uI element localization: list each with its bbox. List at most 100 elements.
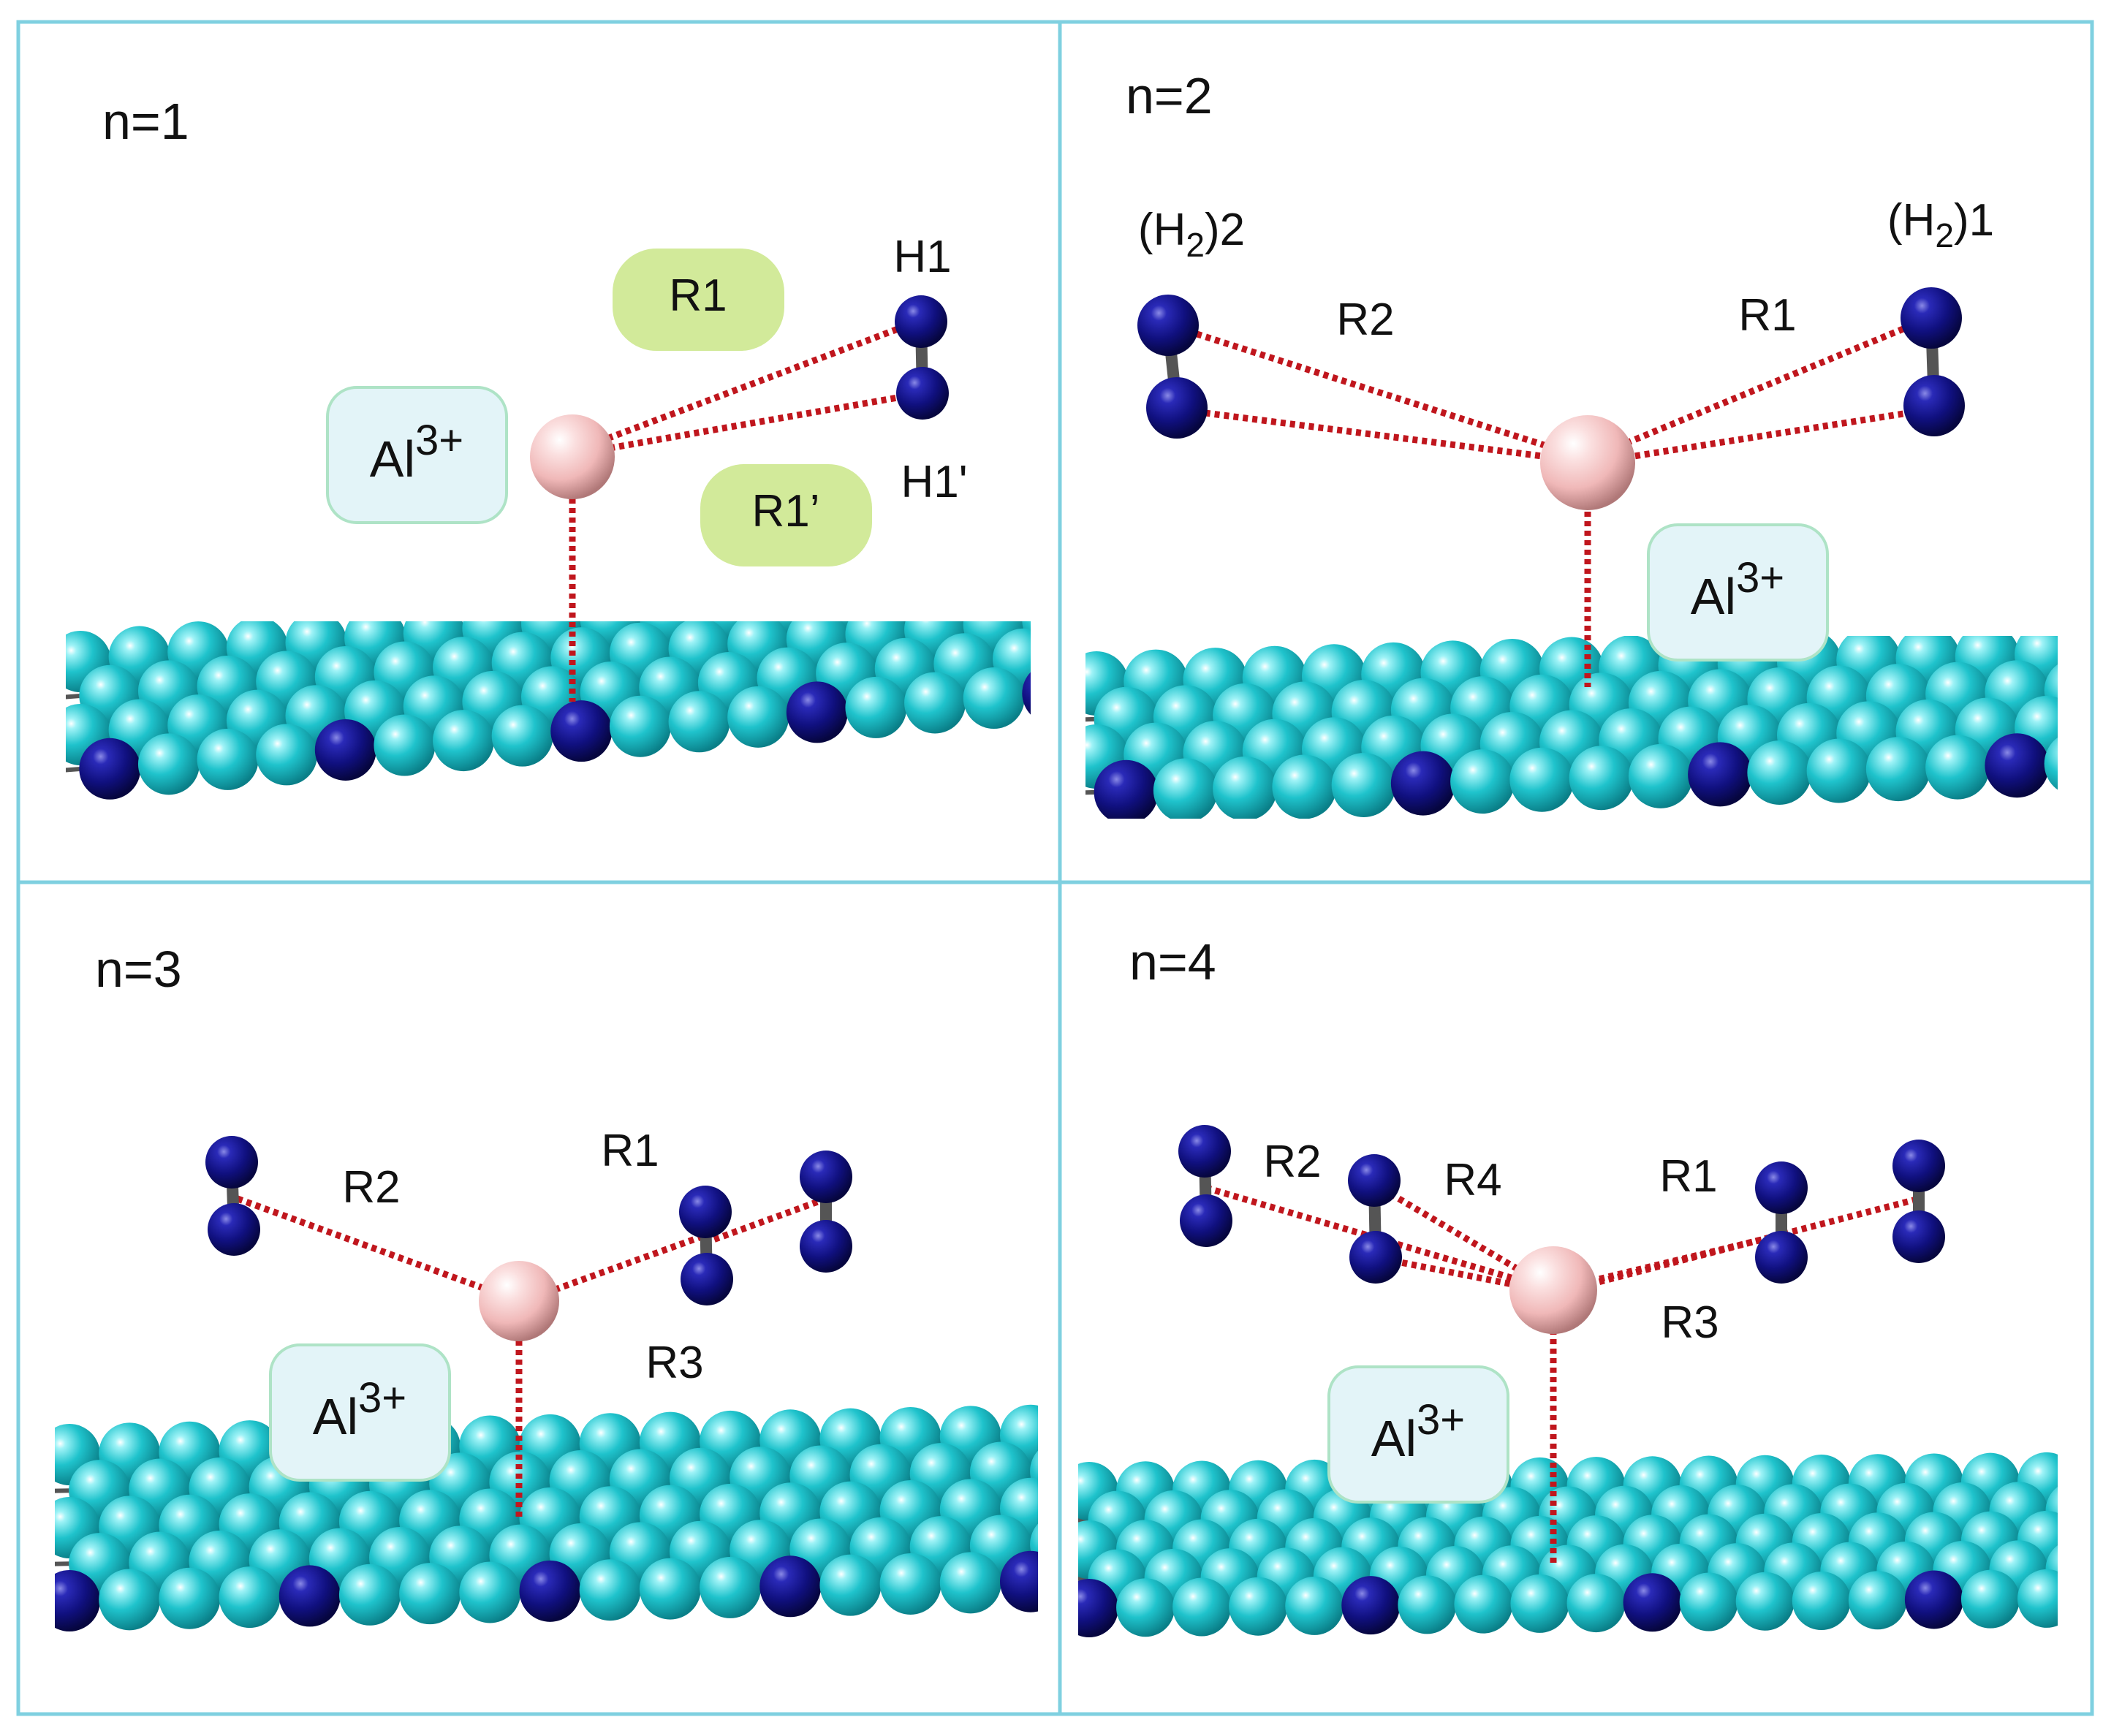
nitrogen-atom (1000, 1550, 1038, 1612)
ion-label-box-n2: Al3+ (1647, 523, 1829, 662)
surface-atom (1213, 756, 1278, 819)
surface-atom (1735, 1572, 1795, 1631)
distance-label-r2-n2: R2 (1336, 295, 1394, 345)
surface-atom (1172, 1577, 1232, 1637)
surface-atom (1450, 749, 1515, 814)
distance-box-r1: R1 (613, 249, 784, 351)
surface-atom (845, 676, 907, 738)
ion-label-base-n3: Al (313, 1388, 358, 1445)
nitrogen-atom (1348, 1154, 1401, 1207)
nitrogen-atom (79, 738, 141, 800)
ion-label-charge-n4: 3+ (1417, 1396, 1465, 1444)
surface-atom (374, 714, 436, 776)
surface-atom (1153, 758, 1218, 819)
svg-text:Al3+: Al3+ (1371, 1396, 1465, 1467)
distance-label-r1: R1 (669, 270, 727, 321)
surface-atom (939, 1552, 1001, 1614)
ion-label-box-n4: Al3+ (1327, 1365, 1509, 1504)
svg-text:Al3+: Al3+ (313, 1374, 406, 1445)
nitrogen-atom (1755, 1161, 1808, 1214)
dotted-link (572, 390, 923, 458)
nitrogen-atom (519, 1560, 581, 1622)
nitrogen-atom (1985, 733, 2050, 798)
surface-atom (639, 1558, 701, 1620)
surface-atom (1806, 738, 1871, 803)
nitrogen-atom (895, 295, 947, 348)
surface-atom (700, 1556, 762, 1618)
nitrogen-atom (896, 367, 949, 420)
surface-atom (433, 710, 495, 772)
surface-slab-n3 (55, 1404, 1038, 1631)
panel-n2-title: n=2 (1126, 67, 1213, 124)
nitrogen-atom (1178, 1125, 1231, 1178)
nitrogen-atom (1137, 295, 1199, 356)
panel-n2: n=2 (H2)2 (H2)1 R2 R1 Al3+ (1085, 67, 2058, 819)
dotted-link (1586, 314, 1931, 463)
nitrogen-atom (1892, 1210, 1945, 1263)
dotted-link (1176, 406, 1588, 466)
surface-atom (960, 621, 968, 622)
dotted-link (1168, 322, 1589, 463)
surface-atom (338, 1563, 401, 1626)
nitrogen-atom (1094, 759, 1159, 819)
nitrogen-atom (1390, 751, 1455, 816)
h2-molecules-n2 (1137, 287, 1965, 439)
surface-atom (99, 1569, 161, 1631)
aluminum-atom (479, 1261, 559, 1341)
panel-n4-title: n=4 (1129, 933, 1216, 990)
dotted-link (236, 1195, 520, 1305)
aluminum-ion-n2 (1540, 415, 1635, 510)
h2-label-h1-prime: H1' (901, 457, 967, 507)
ion-label-base-n1: Al (370, 431, 415, 488)
dotted-links-n2 (1168, 314, 1932, 687)
surface-atom (1509, 747, 1575, 812)
nitrogen-atom (1180, 1194, 1232, 1247)
h2-molecule-h1 (895, 295, 949, 420)
surface-atom (1116, 1578, 1175, 1637)
aluminum-ion-n1 (530, 414, 615, 499)
nitrogen-atom (1022, 672, 1031, 715)
ion-label-base-n4: Al (1371, 1410, 1417, 1467)
surface-atom (2017, 1569, 2058, 1628)
surface-atom (1272, 754, 1337, 819)
surface-atom (137, 733, 200, 795)
nitrogen-atom (1688, 742, 1753, 807)
ion-label-box-n1: Al3+ (326, 386, 508, 524)
surface-atom (1331, 753, 1396, 818)
ion-label-charge-n3: 3+ (358, 1374, 406, 1422)
surface-atom (879, 1553, 941, 1615)
ion-label-box-n3: Al3+ (269, 1343, 451, 1482)
nitrogen-atom (1755, 1231, 1808, 1284)
h2-molecules-n3 (205, 1136, 852, 1305)
nitrogen-atom (205, 1136, 258, 1189)
surface-atom (668, 691, 730, 753)
surface-atom (727, 686, 789, 748)
surface-atom (256, 724, 318, 786)
svg-text:Al3+: Al3+ (370, 417, 463, 488)
aluminum-ion-n3 (479, 1261, 559, 1341)
dotted-link (1587, 406, 1932, 467)
svg-text:Al3+: Al3+ (1691, 554, 1784, 625)
surface-atom (904, 672, 966, 734)
distance-label-r1-prime: R1’ (751, 486, 819, 537)
surface-atom (1229, 1577, 1288, 1636)
aluminum-atom (1540, 415, 1635, 510)
panel-n3-title: n=3 (95, 941, 182, 998)
surface-atom (579, 1559, 641, 1621)
distance-label-r2-n4: R2 (1263, 1137, 1321, 1187)
panel-n1: n=1 R1 R1’ H1 H1' Al3+ (66, 93, 1031, 800)
distance-label-r1-n3: R1 (601, 1126, 659, 1176)
ion-label-charge-n1: 3+ (415, 417, 463, 464)
nitrogen-atom (1623, 1573, 1682, 1632)
nitrogen-atom (681, 1253, 733, 1305)
nitrogen-atom (1146, 377, 1208, 439)
surface-atom (819, 1554, 882, 1616)
dotted-link (704, 1195, 827, 1246)
panel-frames (16, 20, 2094, 1716)
dotted-link (1552, 1195, 1920, 1297)
distance-label-r2-n3: R2 (342, 1162, 400, 1213)
surface-atom (1022, 621, 1031, 642)
nitrogen-atom (800, 1220, 852, 1273)
surface-atom (1747, 740, 1812, 805)
